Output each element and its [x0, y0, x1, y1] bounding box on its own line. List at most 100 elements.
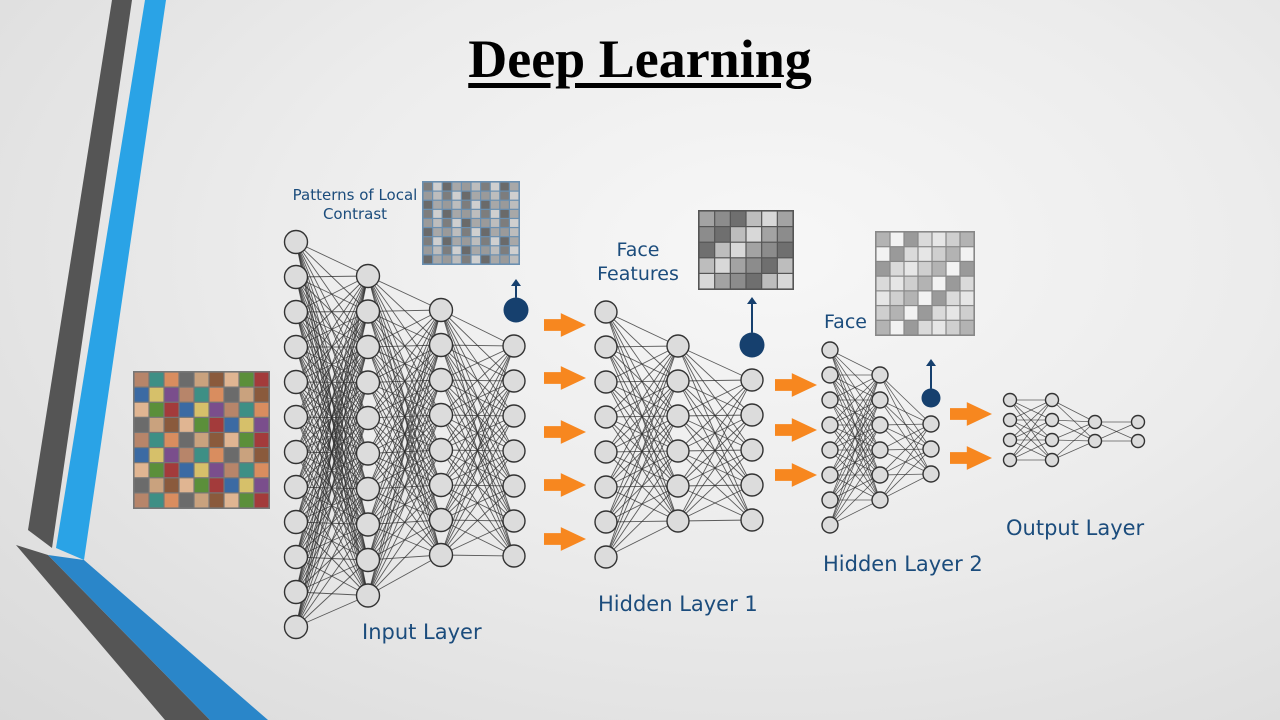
input-node [502, 544, 526, 568]
hidden1-node [594, 475, 618, 499]
input-node [502, 369, 526, 393]
edge [829, 474, 881, 526]
highlight-node-3 [921, 388, 941, 408]
label-hidden-layer-1: Hidden Layer 1 [598, 592, 758, 616]
edge [295, 275, 369, 628]
edge [295, 275, 369, 453]
edge [1094, 421, 1139, 442]
orange-flow-arrow [950, 446, 992, 470]
output-node [1087, 414, 1103, 430]
hidden2-node [871, 416, 889, 434]
local-contrast-filters [422, 181, 520, 265]
edge [829, 374, 881, 476]
input-node [283, 474, 309, 500]
hidden1-node [740, 368, 764, 392]
orange-flow-arrow [775, 418, 817, 442]
edge [605, 345, 679, 558]
edge [295, 524, 369, 628]
output-node [1087, 433, 1103, 449]
edge [295, 275, 369, 348]
edge [879, 423, 932, 476]
edge [295, 453, 369, 628]
hidden2-node [821, 341, 839, 359]
edge [829, 499, 881, 526]
highlight-node-2 [739, 332, 765, 358]
edge [367, 309, 442, 596]
orange-flow-arrow [544, 473, 586, 497]
input-node [283, 229, 309, 255]
label-patterns-text: Patterns of Local Contrast [292, 186, 418, 223]
output-node [1002, 432, 1018, 448]
edge [605, 311, 679, 347]
thumbnail-images [133, 181, 975, 509]
output-up-arrow-icon [511, 279, 521, 286]
edge [367, 414, 442, 596]
edge [295, 275, 369, 313]
input-node [428, 437, 454, 463]
orange-flow-arrow [544, 527, 586, 551]
edge [295, 346, 369, 628]
faces-collage [875, 231, 975, 336]
edge [605, 380, 679, 558]
edge [367, 309, 442, 383]
hidden2-node [871, 441, 889, 459]
edge [295, 275, 369, 558]
edge [879, 473, 932, 501]
edge [367, 519, 442, 596]
hidden1-node [666, 474, 690, 498]
output-node [1044, 452, 1060, 468]
hidden2-node [821, 491, 839, 509]
input-node [355, 547, 381, 573]
label-patterns-local-contrast: Patterns of Local Contrast [290, 186, 420, 224]
edge [605, 520, 679, 558]
input-node [355, 334, 381, 360]
network-edges [295, 241, 1139, 628]
edge [440, 450, 515, 556]
orange-flow-arrow [775, 463, 817, 487]
hidden1-node [594, 440, 618, 464]
edge [367, 309, 442, 454]
hidden1-node [594, 300, 618, 324]
edge [1009, 439, 1053, 461]
edge [367, 309, 442, 419]
edge [677, 379, 753, 382]
edge [605, 450, 679, 558]
input-node [428, 332, 454, 358]
input-node [355, 441, 381, 466]
output-node [1044, 432, 1060, 448]
edge [1051, 440, 1096, 461]
highlight-node-1 [503, 297, 529, 323]
orange-flow-arrow [544, 313, 586, 337]
edge [829, 349, 881, 376]
edge [677, 484, 753, 522]
orange-flow-arrow [544, 420, 586, 444]
edge [1009, 399, 1053, 441]
edge [367, 344, 442, 596]
input-node [283, 439, 309, 465]
edge [677, 379, 753, 417]
output-node [1002, 412, 1018, 428]
input-node [428, 472, 454, 498]
edge [879, 448, 932, 501]
edge [295, 311, 369, 628]
edge [1051, 419, 1096, 442]
edge [295, 488, 369, 628]
output-node [1002, 392, 1018, 408]
input-node [355, 370, 381, 395]
edge [440, 345, 515, 486]
hidden1-node [666, 369, 690, 393]
edge [367, 309, 442, 348]
input-node [428, 507, 454, 533]
edge [879, 423, 932, 451]
edge [677, 379, 753, 452]
hidden2-node [871, 466, 889, 484]
edge [605, 345, 679, 418]
input-node [283, 404, 309, 430]
hidden1-node [594, 370, 618, 394]
edge [295, 595, 369, 628]
edge [605, 415, 679, 558]
edge [367, 309, 442, 490]
input-node [502, 404, 526, 428]
